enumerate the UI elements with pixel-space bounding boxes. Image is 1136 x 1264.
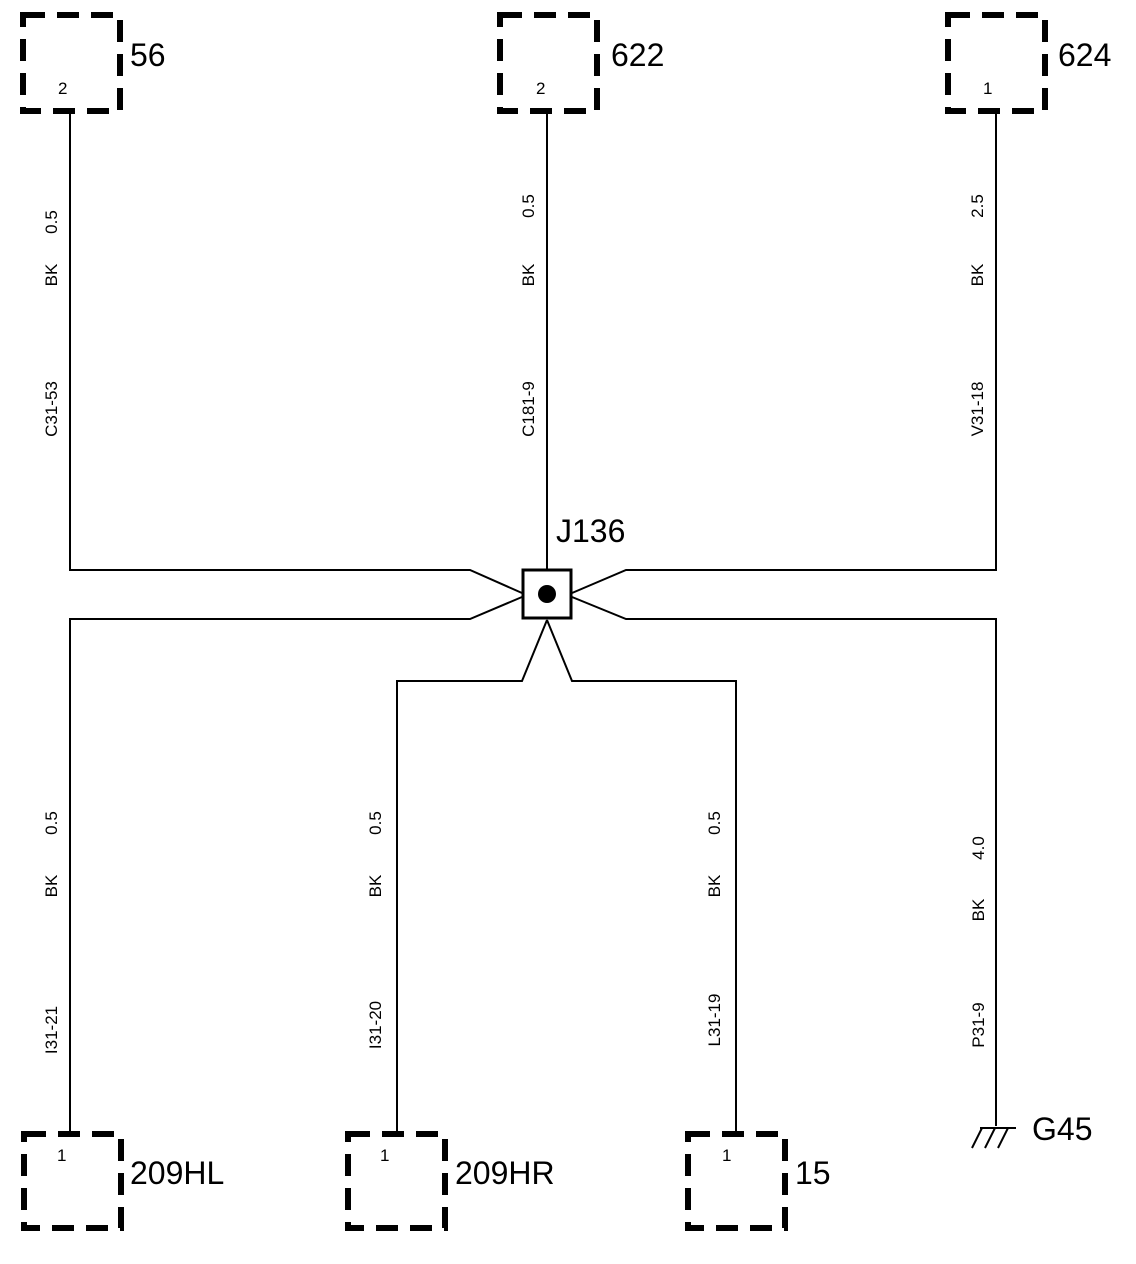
connector-624-label: 624 [1058, 37, 1111, 73]
wire-624[interactable] [571, 113, 997, 594]
connector-15-pin: 1 [722, 1146, 731, 1165]
connector-209hl-pin: 1 [57, 1146, 66, 1165]
wire-g45-labels: 4.0 BK P31-9 [969, 836, 988, 1048]
connector-624-pin: 1 [983, 79, 992, 98]
wire-size: 0.5 [42, 210, 61, 234]
wire-size: 0.5 [42, 811, 61, 835]
wire-size: 4.0 [969, 836, 988, 860]
wire-15[interactable] [546, 619, 737, 1134]
connector-56-label: 56 [130, 37, 166, 73]
connector-209hr[interactable]: 1 209HR [345, 1131, 555, 1231]
ground-g45[interactable]: G45 [971, 1111, 1092, 1149]
wire-g45[interactable] [571, 596, 997, 1126]
ground-hatch-1 [971, 1127, 983, 1149]
wire-color: BK [42, 874, 61, 897]
connector-56-pin: 2 [58, 79, 67, 98]
wire-size: 2.5 [968, 194, 987, 218]
wire-color: BK [519, 263, 538, 286]
wire-622-labels: 0.5 BK C181-9 [519, 194, 538, 437]
wire-624-labels: 2.5 BK V31-18 [968, 194, 987, 436]
connector-622-box [497, 12, 600, 114]
wire-56[interactable] [69, 113, 523, 594]
wire-circuit: I31-20 [366, 1001, 385, 1049]
connector-56-box [20, 12, 123, 114]
connector-209hr-pin: 1 [380, 1146, 389, 1165]
wire-color: BK [968, 263, 987, 286]
connector-622-pin: 2 [536, 79, 545, 98]
wire-circuit: L31-19 [705, 994, 724, 1047]
wire-209hl[interactable] [69, 596, 523, 1134]
wire-size: 0.5 [366, 811, 385, 835]
wire-color: BK [366, 874, 385, 897]
connector-209hl-box [21, 1131, 124, 1231]
connector-56[interactable]: 2 56 [20, 12, 166, 114]
connector-209hr-box [345, 1131, 448, 1231]
wire-circuit: I31-21 [42, 1006, 61, 1054]
connector-624[interactable]: 1 624 [945, 12, 1111, 114]
splice-j136[interactable]: J136 [521, 513, 625, 620]
ground-label: G45 [1032, 1111, 1092, 1147]
splice-box [521, 568, 573, 620]
connector-209hl-label: 209HL [130, 1155, 224, 1191]
ground-hatch-2 [984, 1127, 996, 1149]
wire-209hr[interactable] [396, 619, 548, 1134]
wire-circuit: C181-9 [519, 381, 538, 437]
wire-color: BK [42, 263, 61, 286]
splice-label: J136 [556, 513, 625, 549]
splice-dot [538, 585, 556, 603]
wire-size: 0.5 [705, 811, 724, 835]
connector-209hl[interactable]: 1 209HL [21, 1131, 224, 1231]
connector-15-box [685, 1131, 788, 1231]
connector-624-box [945, 12, 1048, 114]
connector-209hr-label: 209HR [455, 1155, 555, 1191]
connector-15[interactable]: 1 15 [685, 1131, 831, 1231]
connector-15-label: 15 [795, 1155, 831, 1191]
ground-hatch-3 [997, 1127, 1009, 1149]
wire-circuit: V31-18 [968, 382, 987, 437]
wire-209hl-labels: 0.5 BK I31-21 [42, 811, 61, 1054]
connector-622-label: 622 [611, 37, 664, 73]
wire-size: 0.5 [519, 194, 538, 218]
wire-209hr-labels: 0.5 BK I31-20 [366, 811, 385, 1049]
wire-56-labels: 0.5 BK C31-53 [42, 210, 61, 437]
wire-15-labels: 0.5 BK L31-19 [705, 811, 724, 1046]
wire-circuit: P31-9 [969, 1002, 988, 1047]
connector-622[interactable]: 2 622 [497, 12, 664, 114]
wire-circuit: C31-53 [42, 381, 61, 437]
wire-color: BK [705, 874, 724, 897]
wire-color: BK [969, 898, 988, 921]
